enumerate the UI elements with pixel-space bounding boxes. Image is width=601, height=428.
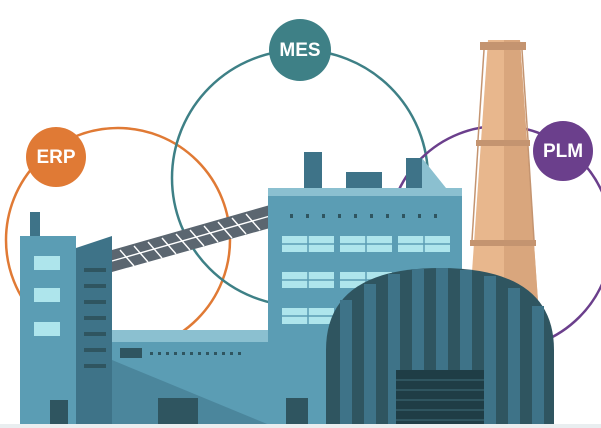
plm-label: PLM [543, 141, 583, 162]
erp-badge: ERP [26, 127, 86, 187]
chimney [468, 40, 540, 330]
left-building [20, 212, 112, 426]
dome-hangar [326, 268, 554, 426]
mes-badge: MES [269, 19, 331, 81]
ground [0, 424, 601, 428]
erp-label: ERP [36, 147, 75, 168]
mes-label: MES [279, 40, 320, 61]
conveyor-bridge [111, 205, 271, 272]
middle-block [112, 330, 272, 426]
plm-badge: PLM [533, 121, 593, 181]
